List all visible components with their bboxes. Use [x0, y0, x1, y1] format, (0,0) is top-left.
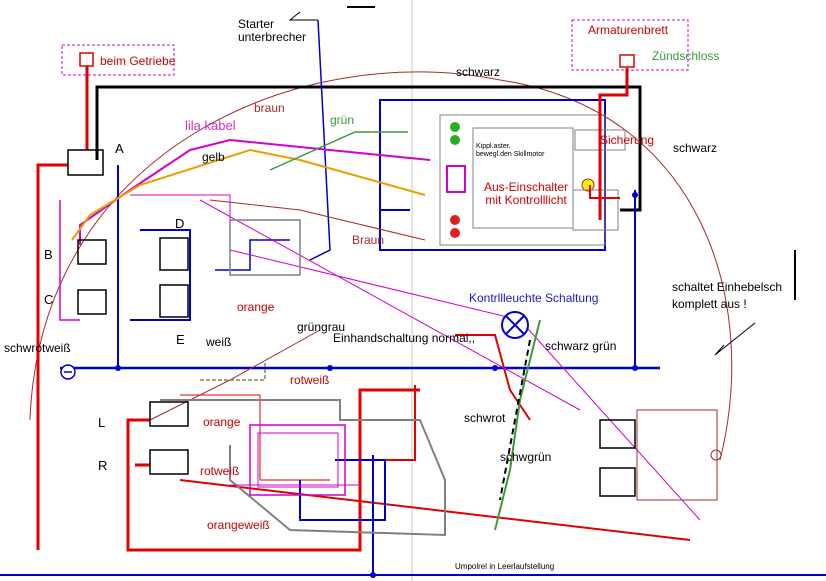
junction-dots [115, 192, 638, 578]
right-relay [572, 189, 619, 231]
brown-arc-wire [29, 71, 733, 461]
red-wire-left [36, 163, 68, 550]
switch-d-label: D [175, 216, 185, 231]
gruengrau-label: grüngrau [297, 320, 346, 334]
starter-arrow [288, 11, 318, 21]
schwarz-gruen-label: schwarz grün [545, 339, 617, 353]
green-led-2 [450, 135, 460, 145]
kontroll-lamp-x2 [505, 315, 525, 335]
braun-wire [209, 199, 426, 241]
getriebe-connector [79, 52, 94, 67]
switch-c [77, 289, 107, 315]
gelb-wire [71, 148, 426, 241]
getriebe-box [61, 44, 175, 76]
gruen-label: grün [330, 113, 355, 127]
red-led-2 [450, 228, 460, 238]
magenta-wire-d [130, 194, 231, 230]
switch-e-label: E [176, 332, 185, 347]
rotweiss-2-label: rotweiß [200, 464, 240, 478]
schwarz-right-label: schwarz [673, 141, 718, 155]
switch-l-label: L [98, 415, 106, 430]
switch-b [77, 239, 107, 265]
braun-mid-label: Braun [352, 233, 385, 247]
zuendschloss-connector [619, 54, 635, 68]
switch-panel [472, 127, 574, 229]
green-led-1 [450, 122, 460, 132]
orangeweiss-label: orangeweiß [207, 518, 270, 532]
magenta-wire-diag [199, 199, 581, 411]
switch-d [159, 237, 189, 271]
switch-l [149, 401, 189, 427]
red-wire-diagonal [179, 479, 691, 541]
kontroll-label: Kontrllleuchte Schaltung [469, 291, 599, 305]
red-wire-relay [589, 185, 620, 199]
magenta-wire-box [59, 200, 80, 321]
sicherung-label: Sicherung [600, 133, 655, 147]
schwrotweiss-label: schwrotweiß [4, 341, 71, 355]
starter-label: Starter unterbrecher [238, 17, 307, 45]
kippl-label: Kippl.aster. bewegl.den Skillmotor [476, 143, 545, 158]
yellow-lamp [581, 178, 595, 192]
umpolrel-box [249, 424, 346, 496]
armaturenbrett-box [571, 19, 689, 71]
lila-kabel-wire [79, 138, 431, 245]
black-schwgruen [499, 339, 531, 501]
zuendschloss-label: Zündschloss [652, 49, 720, 63]
gray-wire-inner [200, 360, 266, 381]
relay-top-right [599, 419, 636, 449]
switch-r [149, 449, 189, 475]
blue-wire-umpol [299, 459, 386, 521]
orange-2-label: orange [203, 415, 241, 429]
schwrot-label: schwrot [464, 411, 506, 425]
red-wire-lr [126, 388, 420, 552]
center-relay [229, 219, 301, 276]
aus-einschalter-label: Aus-Einschalter mit Kontrolllicht [484, 180, 569, 208]
switch-a-label: A [115, 141, 124, 156]
rotweiss-1-label: rotweiß [290, 373, 330, 387]
armaturenbrett-label: Armaturenbrett [588, 23, 669, 37]
schwarz-top-label: schwarz [456, 65, 501, 79]
einhand-label: Einhandschaltung normal,, [333, 331, 476, 345]
gelb-label: gelb [202, 150, 225, 164]
black-frame-wire [95, 85, 642, 212]
relay-bottom-right [599, 467, 636, 497]
schaltet-label: schaltet Einhebelsch komplett aus ! [672, 280, 783, 312]
red-wire-armatur [598, 68, 629, 220]
red-led-1 [450, 215, 460, 225]
switch-c-label: C [44, 292, 54, 307]
gruen-wire [269, 131, 408, 171]
beim-getriebe-label: beim Getriebe [100, 54, 176, 68]
switch-b-label: B [44, 247, 53, 262]
schaltet-arrow [714, 322, 756, 356]
brown-right-terminal [710, 449, 722, 461]
red-wire-schwrot [380, 385, 416, 461]
umpolrel-label: Umpolrel in Leerlaufstellung [455, 562, 555, 571]
blue-wire-starter [309, 19, 331, 261]
schwgruen-wire [494, 319, 541, 531]
switch-r-label: R [98, 458, 108, 473]
umpolrel-inner [257, 432, 339, 488]
red-wire-rect [180, 394, 330, 481]
blue-wire-de [130, 229, 191, 321]
weiss-label: weiß [206, 335, 232, 349]
schwgruen-label: schwgrün [500, 450, 552, 464]
gray-wire-box [160, 399, 446, 537]
brown-right-box [636, 409, 718, 501]
blue-wire-box-left [379, 100, 410, 211]
switch-e [159, 284, 189, 318]
lila-kabel-label: lila kabel [185, 118, 236, 133]
switch-a [67, 149, 104, 176]
control-unit-inner [439, 114, 606, 246]
braun-top-label: braun [254, 101, 285, 115]
orange-1-label: orange [237, 300, 275, 314]
rocker-switch [446, 165, 466, 193]
